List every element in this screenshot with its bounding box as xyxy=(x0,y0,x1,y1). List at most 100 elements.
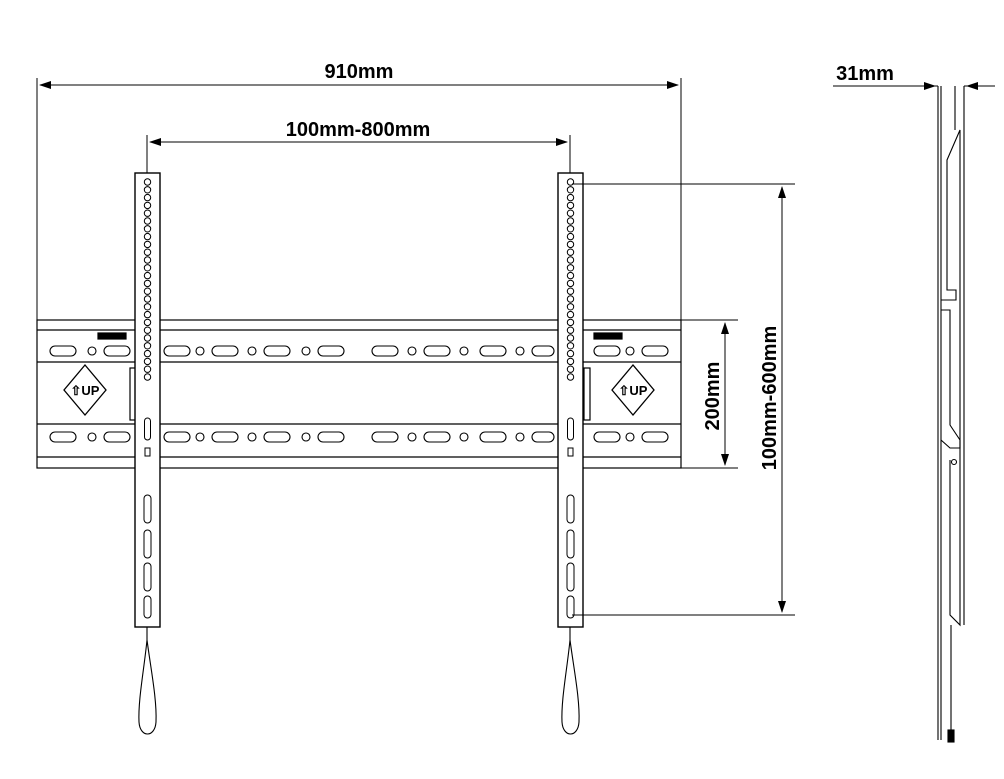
dimension-arm-spacing-label: 100mm-800mm xyxy=(286,119,431,141)
arm-slot xyxy=(566,529,575,559)
rail-slot xyxy=(593,345,621,357)
arm-hole xyxy=(566,217,575,225)
rail-slot xyxy=(49,345,77,357)
rail-slot xyxy=(423,431,451,443)
arm-hole xyxy=(566,334,575,342)
rail-hole xyxy=(247,346,257,356)
arm-hole xyxy=(143,303,152,311)
arm-hole xyxy=(143,209,152,217)
arm-slot xyxy=(144,417,151,441)
arm-slot xyxy=(143,595,152,619)
up-marker-right: ⇧UP xyxy=(611,363,655,417)
dimension-vertical-range xyxy=(572,183,795,616)
arm-hole xyxy=(566,303,575,311)
arm-hole xyxy=(143,326,152,334)
rail-hole xyxy=(301,432,311,442)
rail-slot xyxy=(641,431,669,443)
arm-slot xyxy=(143,562,152,592)
rail-slot xyxy=(263,345,291,357)
arm-hole xyxy=(566,232,575,241)
arm-hole xyxy=(566,193,575,202)
arm-hole xyxy=(566,310,575,319)
rail-slot xyxy=(211,345,239,357)
rail-slot xyxy=(641,345,669,357)
arm-slot xyxy=(566,494,575,524)
pull-cord-right xyxy=(561,627,580,735)
dimension-rail-height-label: 200mm xyxy=(702,362,724,431)
arm-hole xyxy=(143,225,152,233)
rail-hole xyxy=(195,346,205,356)
arm-hole xyxy=(143,310,152,319)
arm-hole xyxy=(566,318,575,327)
arm-hole xyxy=(143,248,152,256)
arm-hole xyxy=(143,357,152,366)
arm-hole xyxy=(143,365,152,373)
rail-slot xyxy=(479,431,507,443)
up-marker-left: ⇧UP xyxy=(63,363,107,417)
wall-plate-slots-top xyxy=(49,345,669,357)
vertical-arm-right xyxy=(557,172,584,628)
arm-hole xyxy=(566,357,575,366)
arm-slot xyxy=(566,562,575,592)
wall-plate-slots-bottom xyxy=(49,431,669,443)
wall-plate xyxy=(36,319,682,469)
rail-slot xyxy=(103,345,131,357)
arm-hole xyxy=(566,256,575,264)
arm-notch xyxy=(144,447,151,457)
rail-slot xyxy=(423,345,451,357)
arm-hole xyxy=(566,279,575,288)
arm-hole xyxy=(143,201,152,210)
dimension-depth-label: 31mm xyxy=(836,63,894,85)
rail-slot xyxy=(163,345,191,357)
arm-hole xyxy=(143,240,152,249)
arm-hole xyxy=(143,287,152,295)
arm-hole xyxy=(566,295,575,303)
rail-slot xyxy=(593,431,621,443)
arm-slot xyxy=(566,595,575,619)
rail-hole xyxy=(407,346,417,356)
up-label-right: ⇧UP xyxy=(619,383,648,398)
up-label-left: ⇧UP xyxy=(71,383,100,398)
arm-hole xyxy=(143,295,152,303)
rail-slot xyxy=(531,431,555,443)
arm-hole xyxy=(566,349,575,358)
dimension-vertical-range-label: 100mm-600mm xyxy=(759,326,781,471)
arm-hole xyxy=(566,373,575,381)
pull-cord-left xyxy=(138,627,157,735)
arm-hole xyxy=(566,225,575,233)
arm-hole xyxy=(566,326,575,334)
arm-hole xyxy=(143,193,152,202)
rail-slot xyxy=(531,345,555,357)
arm-hole xyxy=(566,271,575,280)
arm-hole xyxy=(566,342,575,350)
rail-slot xyxy=(49,431,77,443)
arm-hole xyxy=(143,342,152,350)
rail-hole xyxy=(515,432,525,442)
rail-slot xyxy=(103,431,131,443)
dimension-overall-width-label: 910mm xyxy=(325,61,394,83)
rail-slot xyxy=(479,345,507,357)
arm-hole xyxy=(566,186,575,194)
rail-hole xyxy=(301,346,311,356)
rail-hole xyxy=(195,432,205,442)
arm-hole xyxy=(143,318,152,327)
arm-slot xyxy=(143,529,152,559)
rail-slot xyxy=(163,431,191,443)
dimension-overall-width xyxy=(36,78,682,320)
arm-hole xyxy=(143,232,152,241)
rail-hole xyxy=(625,346,635,356)
arm-hole xyxy=(566,248,575,256)
arm-hole xyxy=(143,373,152,381)
rail-slot xyxy=(371,345,399,357)
rail-slot xyxy=(263,431,291,443)
arm-hole xyxy=(566,287,575,295)
rail-slot xyxy=(371,431,399,443)
dimension-arm-spacing xyxy=(146,135,571,173)
arm-hole xyxy=(143,178,152,186)
arm-hole xyxy=(143,186,152,194)
rail-hole xyxy=(459,346,469,356)
rail-hole xyxy=(407,432,417,442)
rail-hole xyxy=(515,346,525,356)
rail-hole xyxy=(625,432,635,442)
